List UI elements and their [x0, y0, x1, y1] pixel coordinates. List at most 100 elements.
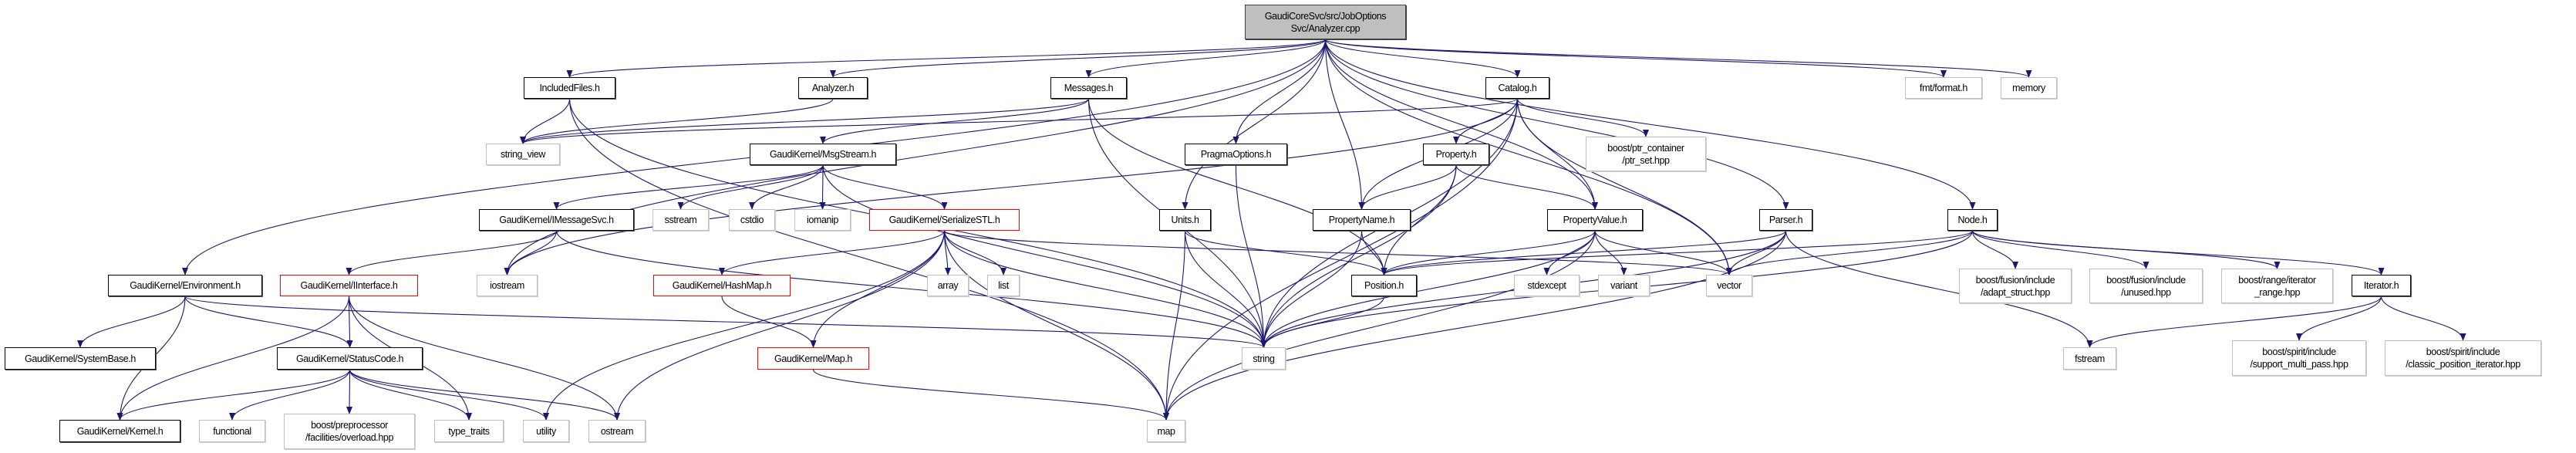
edge-catalog-to-property: [1453, 98, 1519, 144]
node-map_h[interactable]: GaudiKernel/Map.h: [757, 347, 869, 370]
edge-root-to-vector: [1324, 39, 1732, 276]
edge-iterator-to-fstream: [2086, 296, 2382, 348]
edge-hashmap-to-map_h: [721, 296, 817, 348]
node-stdexcept: stdexcept: [1514, 275, 1580, 296]
edge-statuscode-to-functional: [229, 369, 351, 421]
node-property[interactable]: Property.h: [1423, 144, 1489, 165]
node-messages[interactable]: Messages.h: [1050, 77, 1127, 99]
node-variant: variant: [1598, 275, 1650, 296]
edge-root-to-pragmaoptions: [1232, 39, 1327, 144]
edge-node-to-vector: [1726, 230, 1974, 276]
edge-imessagesvc-to-string: [555, 230, 1267, 348]
edge-environment-to-string: [184, 296, 1267, 348]
node-systembase[interactable]: GaudiKernel/SystemBase.h: [5, 347, 156, 370]
edge-msgstream-to-string: [822, 164, 1267, 348]
edge-analyzer-to-string_view: [520, 98, 834, 144]
edge-msgstream-to-imessagesvc: [553, 164, 824, 210]
node-sstream: sstream: [652, 209, 709, 231]
node-catalog[interactable]: Catalog.h: [1485, 77, 1549, 99]
node-parser[interactable]: Parser.h: [1759, 209, 1812, 231]
edge-serializestl-to-list: [943, 230, 1006, 276]
edge-node-to-adaptstruct: [1971, 230, 2018, 269]
node-msgstream[interactable]: GaudiKernel/MsgStream.h: [750, 144, 896, 165]
edge-propertyvalue-to-vector: [1594, 230, 1732, 276]
node-iterator[interactable]: Iterator.h: [2352, 275, 2411, 296]
edge-statuscode-to-overload: [346, 369, 353, 414]
edge-map_h-to-map: [812, 369, 1169, 421]
edge-propertyvalue-to-string: [1260, 230, 1596, 348]
node-includedfiles[interactable]: IncludedFiles.h: [524, 77, 615, 99]
edge-serializestl-to-ostream: [614, 230, 946, 421]
edge-node-to-iterator: [1971, 230, 2385, 276]
edge-node-to-position: [1381, 230, 1974, 276]
edge-imessagesvc-to-iinterface: [346, 230, 558, 276]
node-hashmap[interactable]: GaudiKernel/HashMap.h: [653, 275, 791, 296]
edge-serializestl-to-hashmap: [719, 230, 946, 276]
edge-property-to-propertyvalue: [1455, 164, 1598, 210]
node-multipass: boost/spirit/include /support_multi_pass…: [2232, 340, 2366, 376]
node-pragmaoptions[interactable]: PragmaOptions.h: [1185, 144, 1287, 165]
edge-position-to-string: [1260, 296, 1385, 348]
edge-msgstream-to-sstream: [677, 164, 824, 210]
node-adaptstruct: boost/fusion/include /adapt_struct.hpp: [1959, 269, 2072, 303]
edge-propertyvalue-to-variant: [1594, 230, 1627, 276]
node-kernel[interactable]: GaudiKernel/Kernel.h: [59, 420, 180, 442]
node-environment[interactable]: GaudiKernel/Environment.h: [108, 275, 262, 296]
node-classicpos: boost/spirit/include /classic_position_i…: [2385, 340, 2541, 376]
edge-units-to-map: [1163, 230, 1186, 421]
edge-node-to-unused: [1971, 230, 2149, 269]
node-serializestl[interactable]: GaudiKernel/SerializeSTL.h: [869, 209, 1020, 231]
node-functional: functional: [199, 420, 265, 442]
edge-serializestl-to-utility: [543, 230, 946, 421]
node-propertyvalue[interactable]: PropertyValue.h: [1547, 209, 1643, 231]
edge-propertyvalue-to-position: [1381, 230, 1596, 276]
edge-msgstream-to-iomanip: [819, 164, 826, 210]
node-iinterface[interactable]: GaudiKernel/IInterface.h: [280, 275, 418, 296]
edge-iinterface-to-ostream: [348, 296, 620, 421]
edge-root-to-units: [1182, 39, 1327, 210]
edge-statuscode-to-ostream: [349, 369, 620, 421]
edge-serializestl-to-vector: [943, 230, 1732, 276]
node-statuscode[interactable]: GaudiKernel/StatusCode.h: [277, 347, 423, 370]
node-position[interactable]: Position.h: [1351, 275, 1417, 296]
edge-root-to-node: [1324, 39, 1976, 210]
edge-environment-to-statuscode: [184, 296, 353, 348]
node-array: array: [927, 275, 969, 296]
edge-catalog-to-iostream: [504, 98, 1519, 276]
edge-catalog-to-map: [1163, 98, 1519, 421]
edge-propertyname-to-string: [1260, 230, 1363, 348]
node-analyzer[interactable]: Analyzer.h: [798, 77, 868, 99]
edge-units-to-position: [1184, 230, 1387, 276]
node-unused: boost/fusion/include /unused.hpp: [2089, 269, 2203, 303]
node-propertyname[interactable]: PropertyName.h: [1313, 209, 1411, 231]
edge-catalog-to-vector: [1516, 98, 1732, 276]
edge-root-to-parser: [1324, 39, 1789, 210]
edge-root-to-catalog: [1324, 39, 1521, 78]
node-list: list: [987, 275, 1020, 296]
edge-parser-to-position: [1381, 230, 1787, 276]
node-overload: boost/preprocessor /facilities/overload.…: [284, 414, 415, 449]
node-imessagesvc[interactable]: GaudiKernel/IMessageSvc.h: [479, 209, 634, 231]
edge-units-to-string: [1184, 230, 1267, 348]
edge-msgstream-to-cstdio: [749, 164, 824, 210]
node-iostream: iostream: [477, 275, 538, 296]
edge-parser-to-map: [1163, 230, 1787, 421]
node-node[interactable]: Node.h: [1947, 209, 1998, 231]
node-root[interactable]: GaudiCoreSvc/src/JobOptions Svc/Analyzer…: [1245, 5, 1406, 39]
edge-statuscode-to-type_traits: [349, 369, 472, 421]
node-fmtformat: fmt/format.h: [1905, 77, 1982, 99]
node-string_view: string_view: [486, 144, 560, 165]
node-cstdio: cstdio: [729, 209, 775, 231]
edge-root-to-propertyvalue: [1324, 39, 1598, 210]
edge-root-to-includedfiles: [566, 39, 1327, 78]
node-map: map: [1147, 420, 1185, 442]
edge-environment-to-systembase: [77, 296, 186, 348]
edge-includedfiles-to-map: [568, 98, 1169, 421]
edge-property-to-string: [1260, 164, 1457, 348]
edge-root-to-analyzer: [830, 39, 1327, 78]
edge-catalog-to-string_view: [520, 98, 1519, 144]
edge-parser-to-vector: [1726, 230, 1787, 276]
node-units[interactable]: Units.h: [1159, 209, 1211, 231]
